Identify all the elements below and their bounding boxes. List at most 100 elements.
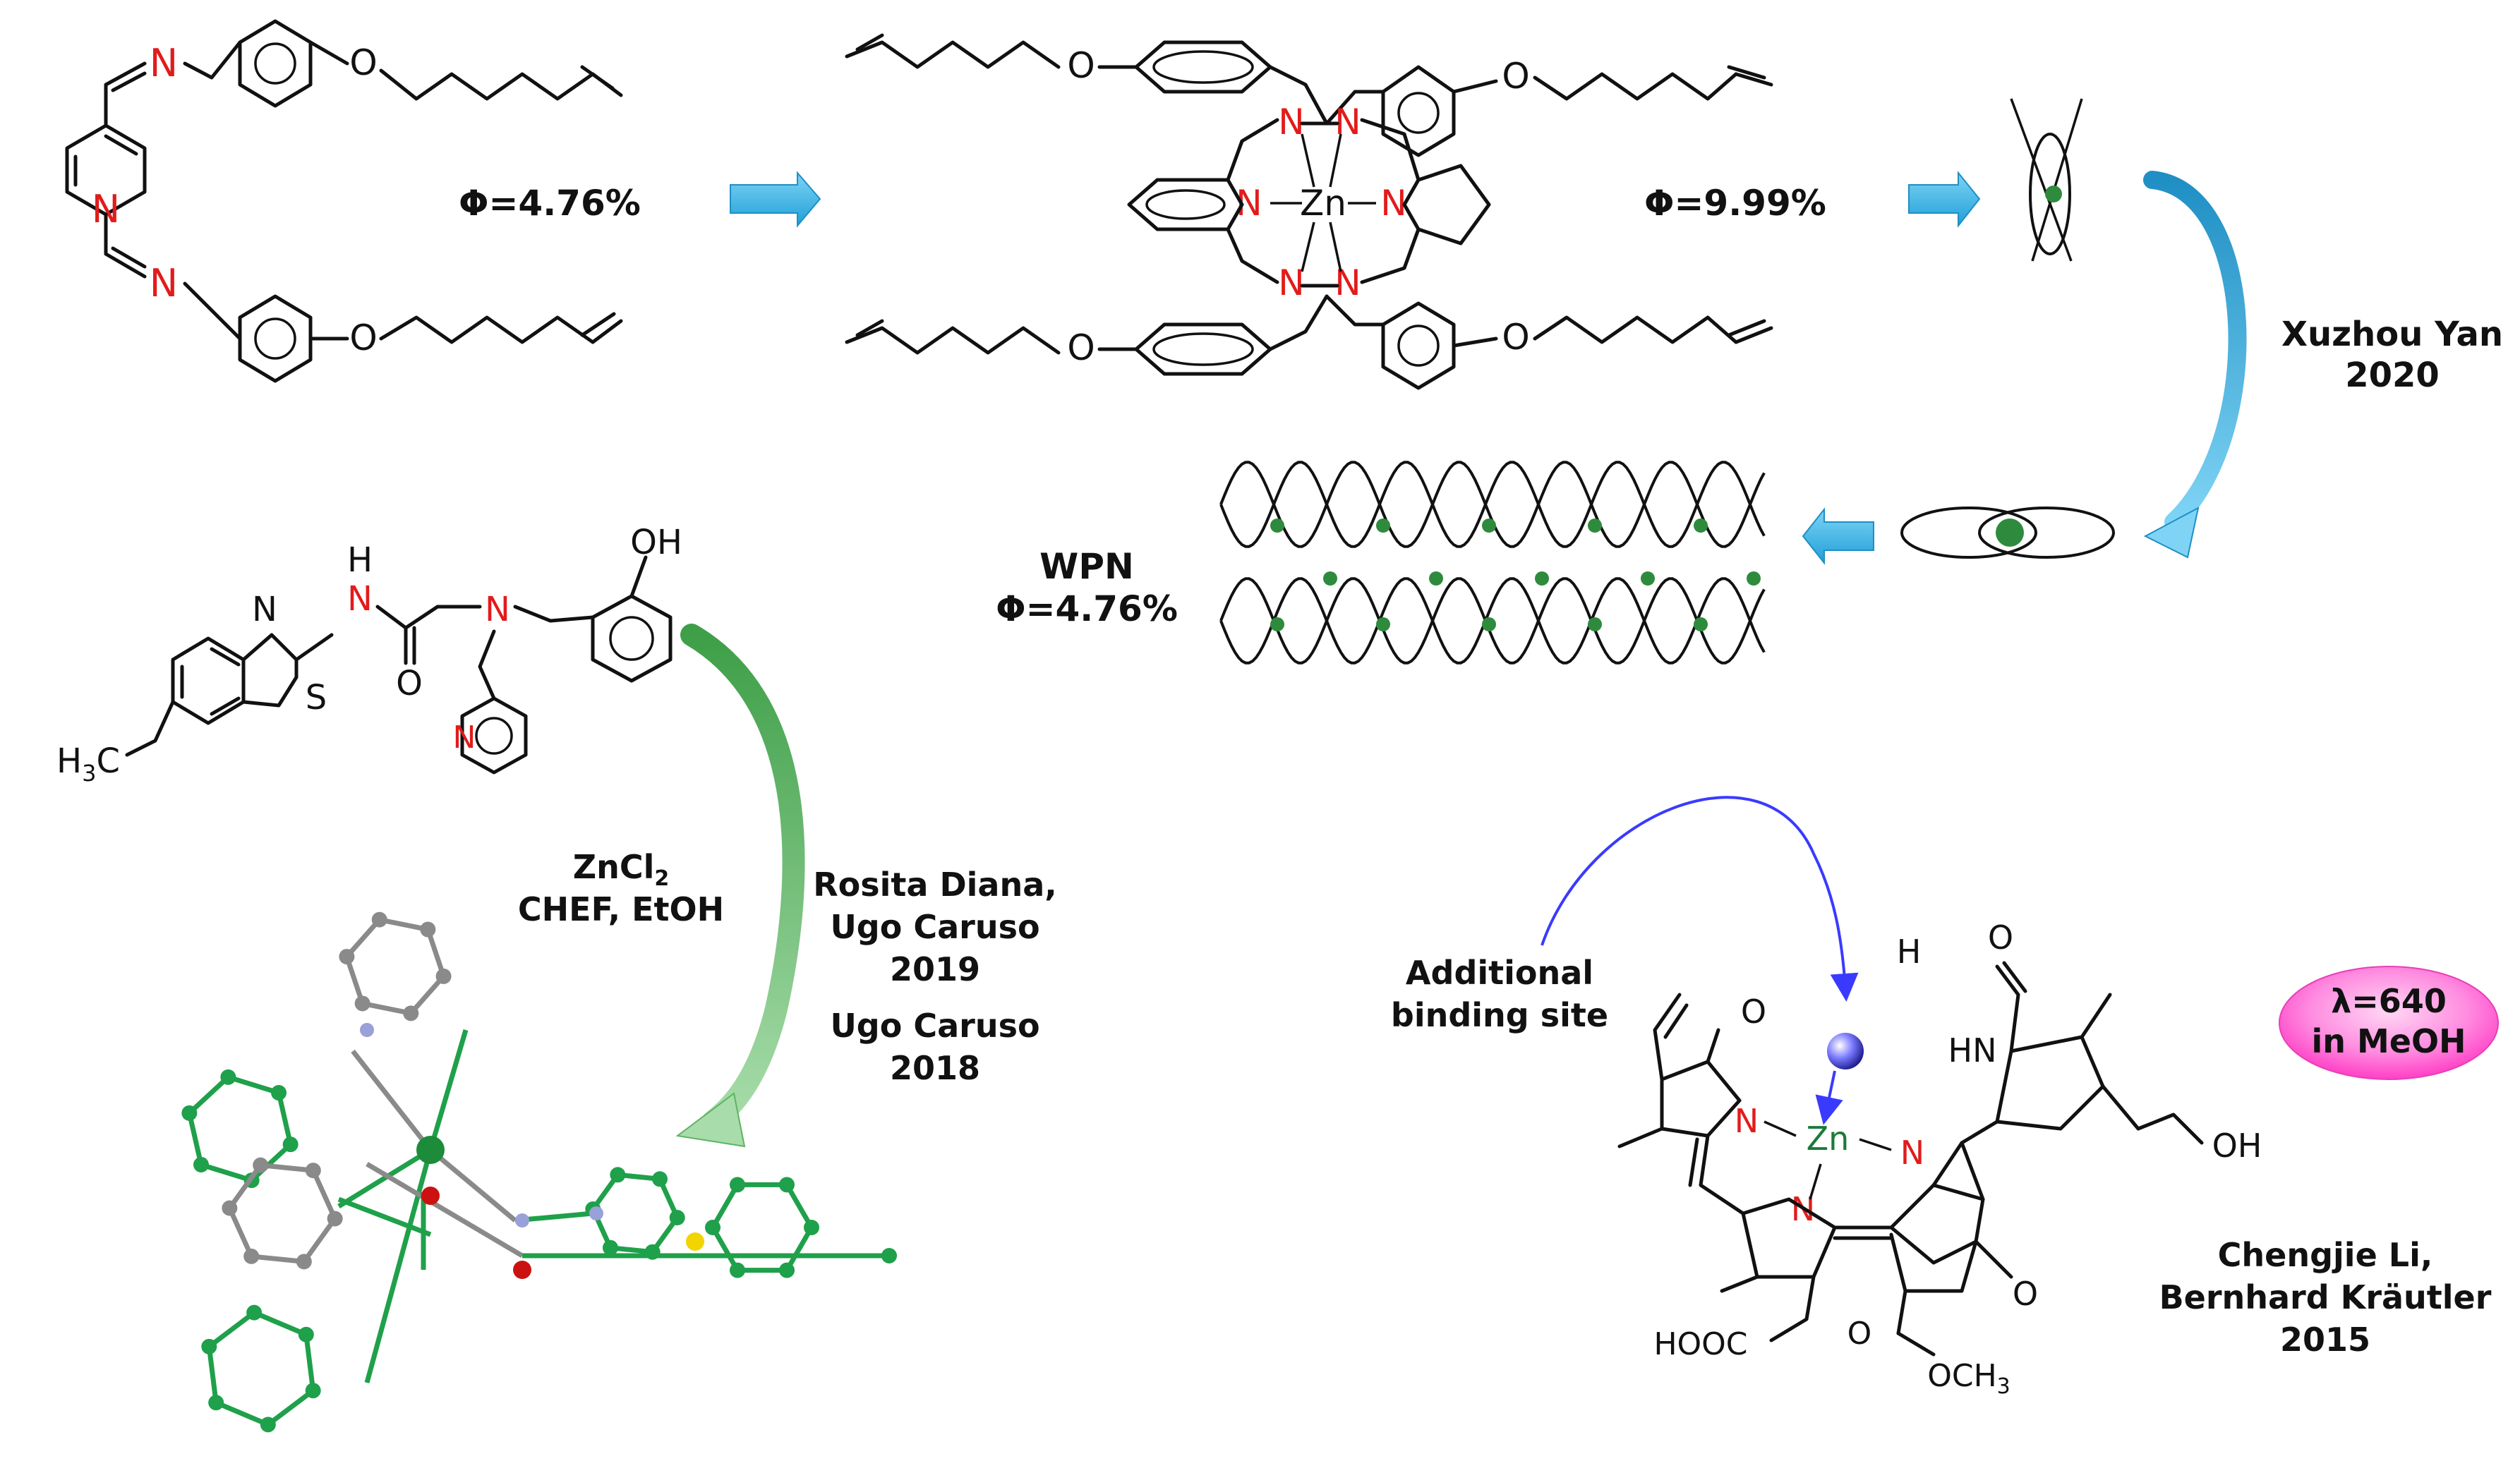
atom-o: O [2013, 1275, 2038, 1313]
crystal-bond [253, 1310, 308, 1337]
crystal-bond [710, 1183, 740, 1229]
zinc-chlorin: O N Zn N N HOOC O O OCH3 HN [1617, 919, 2262, 1399]
ring-dot [1270, 519, 1284, 533]
atom-o: O [1988, 919, 2013, 957]
atom-zn: Zn [1300, 183, 1346, 224]
crystal-atom [354, 995, 370, 1012]
atom-n: N [252, 590, 277, 629]
crystal-bond [266, 1388, 315, 1427]
crystal-atom [253, 1157, 269, 1173]
ring-dot [1535, 571, 1549, 586]
atom-n: N [150, 41, 178, 85]
ester-sub: 3 [1997, 1374, 2010, 1399]
crystal-atom [515, 1213, 529, 1227]
benzene-ring [1381, 65, 1456, 157]
woven-polymer-network [1219, 461, 1766, 665]
crystal-atom [282, 1136, 299, 1153]
atom-n: N [1334, 102, 1361, 143]
crystal-atom [339, 949, 355, 965]
crystal-atom [360, 1023, 374, 1037]
atom-o: O [349, 317, 377, 358]
crystal-bond [337, 1148, 432, 1208]
crystal-bond [428, 1029, 469, 1151]
atom-n: N [1735, 1102, 1759, 1140]
crystal-bond [187, 1075, 230, 1115]
atom-o: O [1502, 56, 1529, 97]
crystal-atom [421, 1187, 440, 1205]
crystal-atom [686, 1232, 704, 1251]
phenol-ring [591, 594, 673, 683]
ring-dot [1694, 617, 1708, 631]
crystal-atom [296, 1254, 312, 1270]
ring-dot [1588, 519, 1602, 533]
crystal-bond [428, 1148, 517, 1223]
ring-dot [1641, 571, 1655, 586]
crystal-bond [251, 1254, 305, 1264]
crystal-atom [804, 1220, 819, 1235]
atom-hn: HN [1948, 1031, 1997, 1069]
ring-dot [1270, 617, 1284, 631]
crystal-bond [361, 1001, 411, 1016]
atom-o: O [1067, 327, 1095, 368]
atom-n: N [1900, 1134, 1924, 1172]
citation-yan-author: Xuzhou Yan [2281, 315, 2503, 354]
crystal-bond [409, 974, 446, 1015]
crossed-ring-icon [2010, 98, 2083, 262]
carboxylic-acid: HOOC [1653, 1326, 1747, 1362]
crystal-atom [222, 1200, 238, 1216]
benzene-ring [1134, 322, 1272, 376]
ring-dot [1323, 571, 1337, 586]
crystal-bond [207, 1310, 256, 1349]
crystal-atom [513, 1261, 531, 1279]
ring-dot [1747, 571, 1761, 586]
atom-n: N [1278, 102, 1304, 143]
crystal-atom [371, 911, 387, 928]
crystal-atom [730, 1177, 745, 1193]
crystal-bond [206, 1346, 219, 1403]
ligand-pyridine-bisimine: N N O N O [65, 19, 623, 383]
crystal-atom [779, 1177, 795, 1193]
citation-caruso-year: 2018 [890, 1049, 980, 1087]
methyl-h: H [56, 741, 82, 781]
crystal-bond [364, 1149, 433, 1383]
crystal-atom [589, 1206, 603, 1220]
crystal-atom [271, 1085, 287, 1101]
ring-dot [1482, 519, 1496, 533]
pyrrole-ring-d [1889, 1183, 1985, 1265]
annotation-line1: Additional [1406, 954, 1593, 992]
crystal-bond [276, 1092, 294, 1145]
methyl-ester: OCH3 [1927, 1358, 2010, 1399]
crystal-atom [779, 1262, 795, 1278]
ring-dot [1482, 617, 1496, 631]
crystal-bond [186, 1113, 204, 1165]
ring-dot [1376, 519, 1390, 533]
crystal-bond [351, 1049, 433, 1152]
atom-o: O [1741, 993, 1766, 1031]
binding-sphere [1827, 1033, 1864, 1069]
curved-arrow-icon [675, 1092, 746, 1148]
atom-o: O [396, 664, 423, 703]
quantum-yield-complex: Φ=9.99% [1644, 183, 1826, 224]
crystal-bond [426, 928, 446, 978]
atom-s: S [306, 678, 327, 717]
crystal-bond [784, 1226, 814, 1272]
crystal-bond [344, 955, 365, 1005]
pyridine-ring [460, 696, 528, 775]
crystal-bond [227, 1163, 263, 1210]
network-strand [1219, 577, 1766, 665]
citation-diana-year: 2019 [890, 950, 980, 988]
citation-li-line1: Chengjie Li, [2218, 1236, 2433, 1274]
benzene-ring [1381, 301, 1456, 390]
crystal-atom [730, 1262, 745, 1278]
annotation-line2: binding site [1391, 996, 1608, 1034]
benzene-ring [238, 19, 313, 108]
ring-dot [1376, 617, 1390, 631]
crystal-atom [669, 1209, 685, 1225]
atom-o: O [349, 42, 377, 83]
right-arrow-icon [1908, 171, 1981, 228]
crystal-bond [344, 918, 382, 959]
crystal-bond [311, 1169, 337, 1220]
atom-n: N [453, 720, 476, 756]
quantum-yield-ligand: Φ=4.76% [459, 183, 641, 224]
badge-solvent: in MeOH [2311, 1022, 2466, 1060]
